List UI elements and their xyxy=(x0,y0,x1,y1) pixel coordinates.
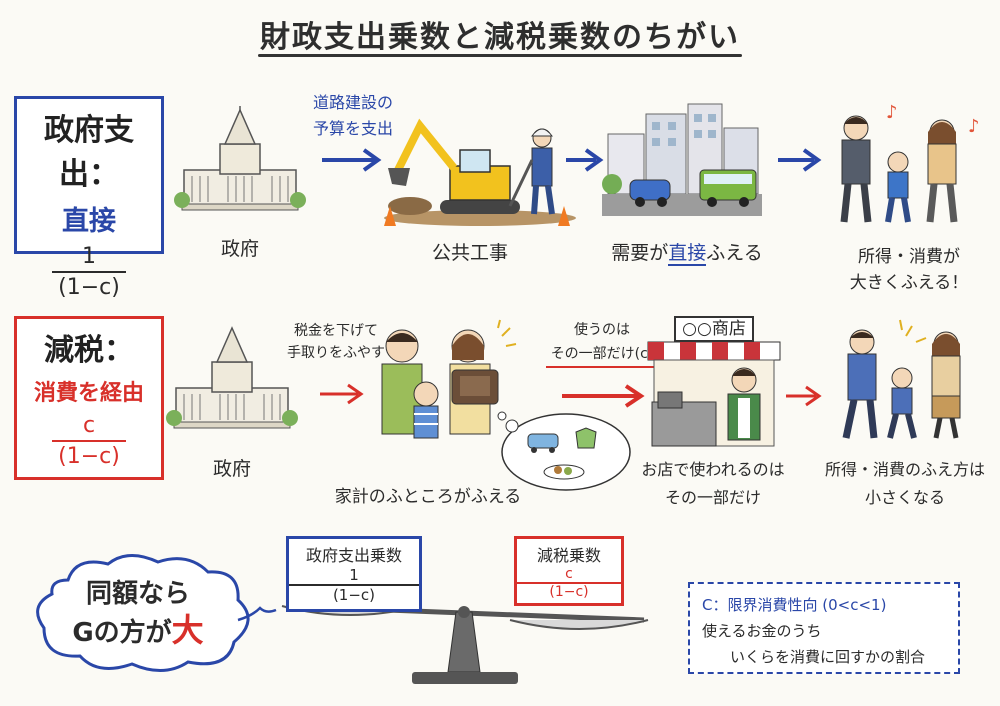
arrow-icon xyxy=(566,148,604,172)
city-traffic-icon xyxy=(602,103,762,216)
arrow-caption: 道路建設の 予算を支出 xyxy=(298,90,408,142)
arrow-caption-line1: 使うのは xyxy=(574,322,630,338)
legend-line3: いくらを消費に回すかの割合 xyxy=(730,648,926,666)
page-title: 財政支出乗数と減税乗数のちがい xyxy=(260,20,740,55)
arrow-icon xyxy=(320,383,364,405)
cloud-line1: 同額なら xyxy=(85,579,190,609)
card-numerator: 1 xyxy=(349,566,359,584)
demand-text-a: 需要が xyxy=(611,242,669,264)
demand-text-direct: 直接 xyxy=(668,242,707,266)
arrow-caption: 税金を下げて 手取りをふやす xyxy=(276,320,396,364)
thought-bubble-icon xyxy=(497,411,631,491)
arrow-icon xyxy=(786,385,822,407)
arrow-caption-line2: 予算を支出 xyxy=(312,119,393,138)
card-title: 減税乗数 xyxy=(536,546,601,565)
cloud-text: 同額なら Gの方が大 xyxy=(48,576,228,651)
legend-definition: C：限界消費性向 (0<c<1) xyxy=(702,596,887,614)
multiplier-fraction: c (1−c) xyxy=(52,413,126,469)
tax-multiplier-card: 減税乗数 c (1−c) xyxy=(514,536,624,606)
card-denominator: (1−c) xyxy=(549,583,589,600)
arrow-icon xyxy=(562,384,645,408)
result-line1: 所得・消費が xyxy=(858,247,960,267)
step-result-small: 所得・消費のふえ方は 小さくなる xyxy=(820,456,990,512)
government-spending-box: 政府支出： 直接 1 (1−c) xyxy=(14,96,164,300)
fraction-denominator: (1−c) xyxy=(58,444,120,469)
box-heading: 減税： xyxy=(44,333,134,368)
result-line2: 小さくなる xyxy=(864,488,945,507)
card-fraction: 1 (1−c) xyxy=(289,566,419,604)
fraction-numerator: 1 xyxy=(81,244,96,269)
music-note-icon: ♪ xyxy=(968,116,980,137)
box-subheading: 直接 xyxy=(62,206,116,237)
step-result-large: 所得・消費が 大きくふえる！ xyxy=(824,244,994,296)
family-walking-icon xyxy=(842,319,961,439)
arrow-caption-line2: その一部だけ(c) xyxy=(546,342,658,368)
box-heading: 政府支出： xyxy=(44,113,134,192)
arrow-caption-line2: 手取りをふやす xyxy=(287,345,385,361)
fraction-denominator: (1−c) xyxy=(58,275,120,300)
card-title: 政府支出乗数 xyxy=(305,546,402,565)
legend-box: C：限界消費性向 (0<c<1) 使えるお金のうち いくらを消費に回すかの割合 xyxy=(688,582,960,674)
shop-sign: ○○商店 xyxy=(674,316,754,342)
speech-cloud xyxy=(36,554,277,672)
cloud-emphasis: 大 xyxy=(171,611,204,649)
step-label-shop: お店で使われるのは その一部だけ xyxy=(628,456,798,512)
fraction-bar xyxy=(52,440,126,442)
arrow-caption: 使うのは その一部だけ(c) xyxy=(546,318,658,368)
fraction-bar xyxy=(52,271,126,273)
card-denominator: (1−c) xyxy=(332,585,376,604)
shop-caption-line1: お店で使われるのは xyxy=(641,460,785,479)
fraction-numerator: c xyxy=(82,413,96,438)
title-underline xyxy=(258,54,742,57)
result-line2: 大きくふえる！ xyxy=(849,273,969,293)
excavator-icon xyxy=(384,118,576,226)
step-label-household: 家計のふところがふえる xyxy=(334,487,522,507)
step-label-government: 政府 xyxy=(220,238,259,260)
box-subheading: 消費を経由 xyxy=(33,381,144,406)
cloud-line2: Gの方が xyxy=(72,618,172,648)
step-label-government: 政府 xyxy=(212,458,251,480)
result-line1: 所得・消費のふえ方は xyxy=(824,460,985,479)
spending-multiplier-card: 政府支出乗数 1 (1−c) xyxy=(286,536,422,612)
shop-caption-line2: その一部だけ xyxy=(664,488,761,507)
arrow-icon xyxy=(778,148,822,172)
happy-family-icon: ♪ ♪ xyxy=(840,102,980,223)
shop-icon xyxy=(647,341,781,447)
card-fraction: c (1−c) xyxy=(517,566,621,600)
step-label-demand: 需要が直接ふえる xyxy=(602,238,772,266)
tax-cut-box: 減税： 消費を経由 c (1−c) xyxy=(14,316,164,480)
government-building-icon xyxy=(166,326,298,429)
card-numerator: c xyxy=(565,566,573,582)
demand-text-c: ふえる xyxy=(706,242,763,264)
arrow-caption-line1: 税金を下げて xyxy=(294,323,378,339)
music-note-icon: ♪ xyxy=(886,102,898,123)
wallet-family-icon xyxy=(381,319,517,439)
arrow-icon xyxy=(322,148,382,172)
card-fraction-bar xyxy=(289,584,419,586)
step-label-public-works: 公共工事 xyxy=(431,242,508,264)
arrow-caption-line1: 道路建設の xyxy=(312,93,393,112)
legend-line2: 使えるお金のうち xyxy=(702,622,822,640)
card-fraction-bar xyxy=(517,582,621,584)
government-building-icon xyxy=(174,106,306,211)
multiplier-fraction: 1 (1−c) xyxy=(52,244,126,300)
